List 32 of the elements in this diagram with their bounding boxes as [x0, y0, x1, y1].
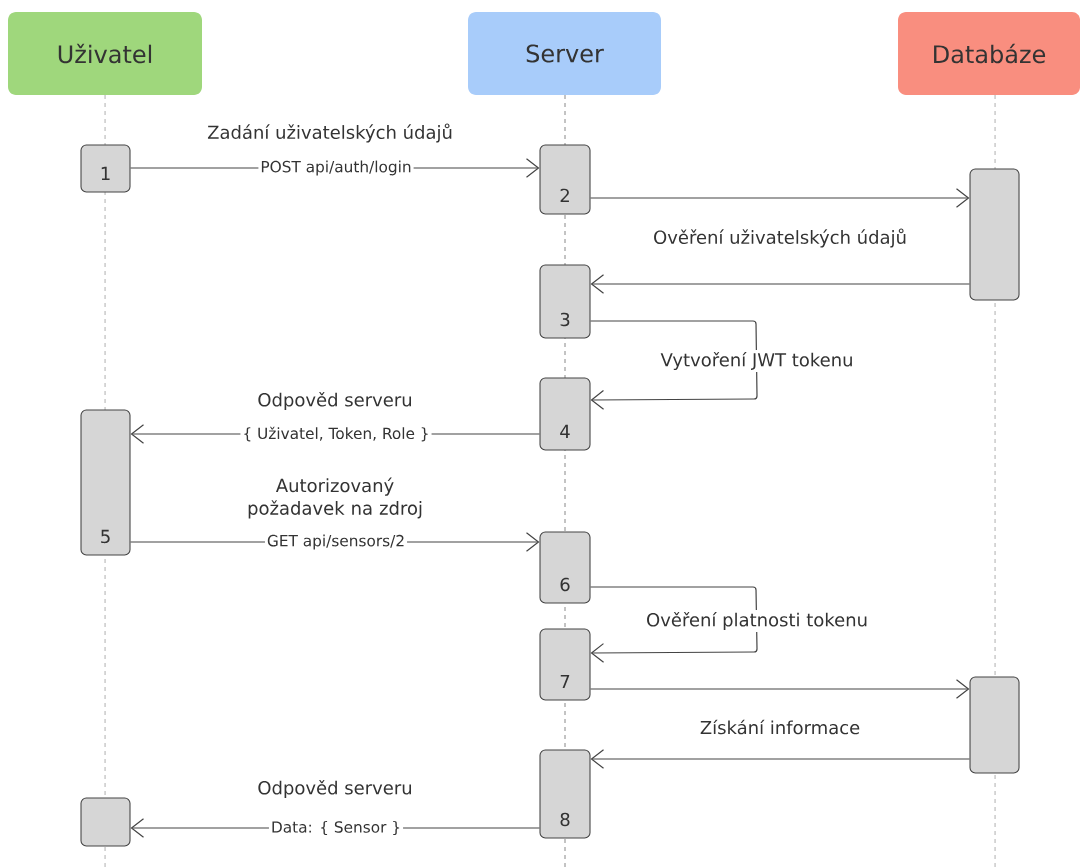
message-label: Zadání uživatelských údajů [207, 123, 452, 143]
activation-box [80, 797, 131, 847]
message-label: Autorizovaný požadavek na zdroj [248, 477, 422, 519]
arrow [590, 274, 971, 294]
activation-box: 4 [539, 377, 591, 451]
activation-box: 3 [539, 264, 591, 339]
activation-box [969, 676, 1020, 774]
activation-box: 6 [539, 531, 591, 604]
participant-box: Databáze [898, 12, 1080, 95]
activation-box: 1 [80, 144, 131, 193]
activation-box: 2 [539, 144, 591, 215]
participant-box: Server [468, 12, 661, 95]
edge-label: Ověření platnosti tokenu [644, 609, 870, 633]
edge-label: Vytvoření JWT tokenu [658, 349, 856, 373]
edge-label: POST api/auth/login [258, 158, 414, 178]
edge-label: Získání informace [700, 719, 860, 735]
edge-label: { Uživatel, Token, Role } [240, 424, 432, 444]
edge-label: Ověření uživatelských údajů [654, 228, 906, 248]
activation-box [969, 168, 1020, 301]
arrow [589, 679, 970, 699]
arrow [589, 320, 758, 410]
message-label: Odpověd serveru [258, 779, 411, 799]
arrow [589, 188, 970, 208]
activation-box: 7 [539, 628, 591, 701]
edge-label: GET api/sensors/2 [264, 532, 408, 552]
participant-box: Uživatel [8, 12, 202, 95]
activation-box: 5 [80, 409, 131, 556]
message-label: Odpověd serveru [258, 391, 411, 411]
activation-box: 8 [539, 749, 591, 839]
arrow [590, 749, 971, 769]
arrow [589, 586, 758, 663]
edge-label: Data: { Sensor } [268, 818, 404, 838]
